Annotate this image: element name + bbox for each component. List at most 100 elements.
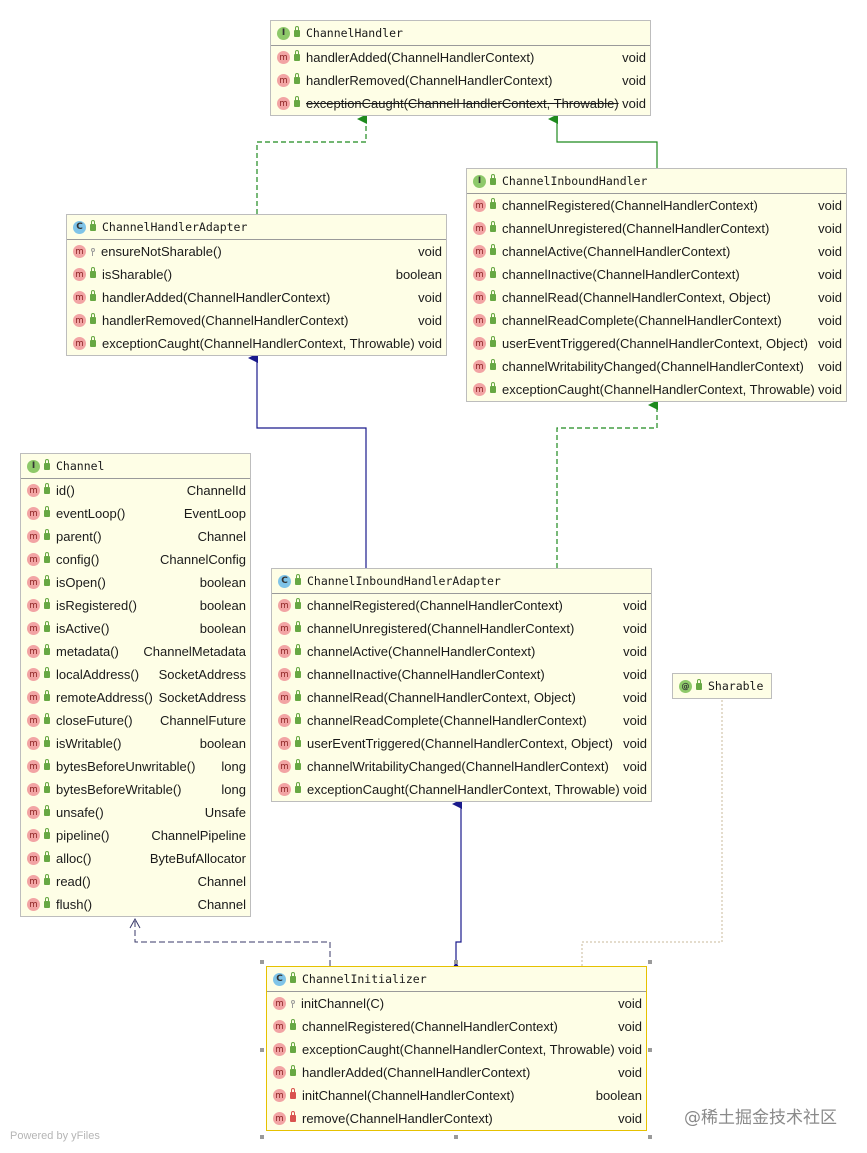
method-icon: m (278, 668, 291, 681)
member-return-type: void (622, 50, 646, 65)
method-icon: m (27, 737, 40, 750)
member-name: bytesBeforeWritable() (56, 782, 182, 797)
member-name: exceptionCaught(ChannelHandlerContext, T… (502, 382, 815, 397)
selection-handle[interactable] (648, 960, 652, 964)
public-lock-icon (295, 573, 301, 585)
class-icon: C (73, 220, 86, 234)
member-return-type: void (618, 1065, 642, 1080)
node-sharable[interactable]: @Sharable (672, 673, 772, 699)
public-lock-icon (490, 313, 496, 324)
selection-handle[interactable] (260, 960, 264, 964)
public-lock-icon (90, 336, 96, 347)
node-title: Channel (56, 459, 105, 473)
member-name: channelActive(ChannelHandlerContext) (307, 644, 536, 659)
member-return-type: Channel (197, 874, 246, 889)
node-header[interactable]: @Sharable (673, 674, 771, 698)
public-lock-icon (490, 290, 496, 301)
selection-handle[interactable] (648, 1135, 652, 1139)
member-name: metadata() (56, 644, 119, 659)
selection-handle[interactable] (260, 1135, 264, 1139)
member-return-type: void (818, 244, 842, 259)
member-return-type: void (623, 644, 647, 659)
method-icon: m (277, 74, 290, 87)
member-name: channelWritabilityChanged(ChannelHandler… (502, 359, 804, 374)
member-return-type: boolean (199, 575, 246, 590)
member-return-type: ChannelId (186, 483, 246, 498)
public-lock-icon (44, 713, 50, 724)
method-icon: m (473, 199, 486, 212)
member-name: handlerRemoved(ChannelHandlerContext) (102, 313, 349, 328)
member-name: isWritable() (56, 736, 122, 751)
selection-handle[interactable] (454, 960, 458, 964)
member-return-type: void (623, 690, 647, 705)
selection-handle[interactable] (260, 1048, 264, 1052)
selection-handle[interactable] (454, 1135, 458, 1139)
method-icon: m (27, 806, 40, 819)
selection-handle[interactable] (648, 1048, 652, 1052)
